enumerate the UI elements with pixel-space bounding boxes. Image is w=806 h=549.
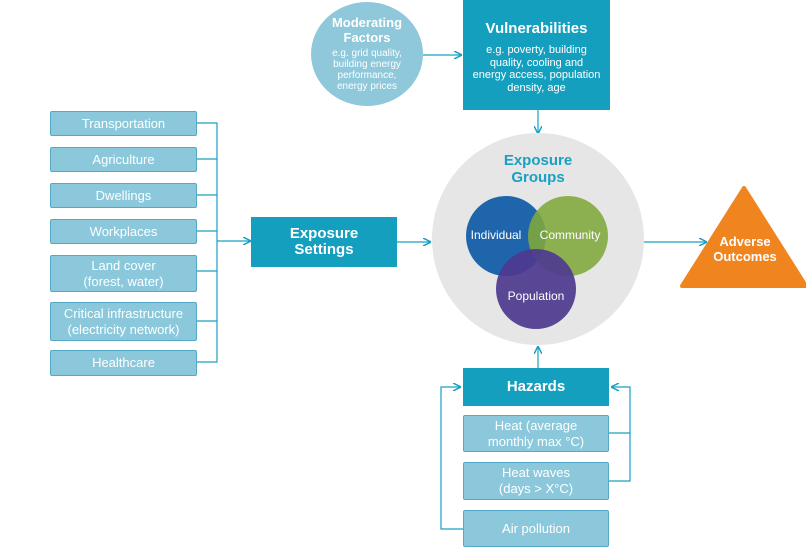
hazard-item-air-pollution: Air pollution: [463, 510, 609, 547]
setting-item-transportation: Transportation: [50, 111, 197, 136]
moderating-factors-title: Moderating Factors: [331, 15, 403, 45]
vulnerabilities-body: e.g. poverty, building quality, cooling …: [472, 44, 601, 94]
vulnerabilities-node: Vulnerabilities e.g. poverty, building q…: [463, 0, 610, 110]
hazard-item-heat: Heat (average monthly max °C): [463, 415, 609, 452]
setting-item-dwellings: Dwellings: [50, 183, 197, 208]
moderating-factors-node: Moderating Factors e.g. grid quality, bu…: [311, 2, 423, 106]
setting-item-critical-infrastructure: Critical infrastructure (electricity net…: [50, 302, 197, 341]
population-circle: [496, 249, 576, 329]
setting-item-healthcare: Healthcare: [50, 350, 197, 376]
hazards-node: Hazards: [463, 368, 609, 406]
adverse-outcomes-label: Adverse Outcomes: [713, 234, 777, 264]
community-label: Community: [539, 228, 601, 242]
setting-item-land-cover: Land cover (forest, water): [50, 255, 197, 292]
exposure-settings-node: Exposure Settings: [251, 217, 397, 267]
moderating-factors-body: e.g. grid quality, building energy perfo…: [332, 47, 402, 92]
exposure-groups-title: Exposure Groups: [503, 152, 573, 186]
hazard-item-heat-waves: Heat waves (days > X°C): [463, 462, 609, 500]
individual-label: Individual: [470, 228, 522, 242]
population-label: Population: [507, 289, 565, 303]
setting-item-workplaces: Workplaces: [50, 219, 197, 244]
vulnerabilities-title: Vulnerabilities: [485, 20, 588, 37]
setting-item-agriculture: Agriculture: [50, 147, 197, 172]
